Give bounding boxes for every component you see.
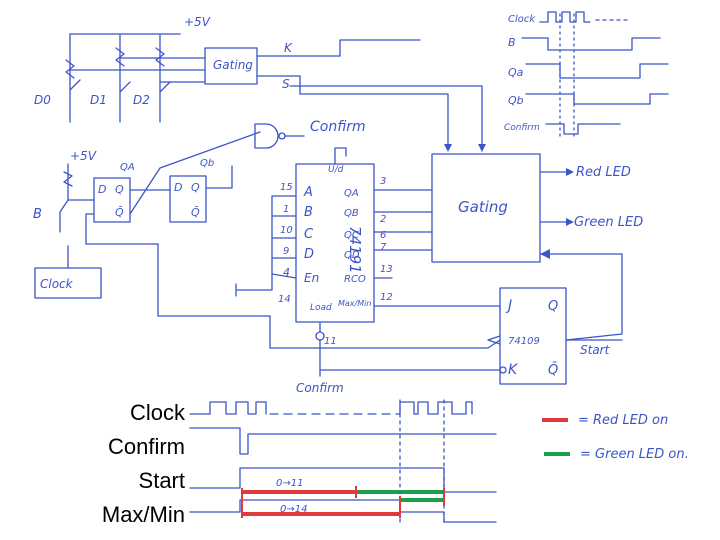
counter-pin-num-7: 7 [380, 242, 387, 253]
vcc-label-left: +5V [70, 149, 97, 163]
switch-d0-label: D0 [34, 93, 51, 107]
ff1-qbar-pin: Q̄ [115, 206, 124, 219]
timing-diagram: Clock Confirm Start Max/Min 0→11 0→14 [102, 399, 497, 527]
wave-confirm-label: Confirm [504, 123, 540, 133]
jk-q-pin: Q [548, 299, 558, 314]
led-state-bars [241, 486, 445, 518]
counter-pin-qd: QD [344, 250, 360, 261]
ff1-d-pin: D [98, 183, 106, 196]
counter-maxmin-label: Max/Min [338, 299, 371, 308]
counter-pin-num-9: 9 [283, 246, 289, 257]
timing-label-confirm: Confirm [108, 434, 185, 459]
counter-pin-num-3: 3 [380, 176, 386, 187]
counter-pin-qb: QB [344, 208, 359, 219]
counter-74191: U/d 74191 A B C D En 15 1 10 9 4 QA QB Q… [235, 147, 501, 395]
timing-annot-0-14: 0→14 [280, 504, 307, 515]
counter-pin-num-11: 11 [324, 336, 337, 347]
timing-label-start: Start [139, 468, 185, 493]
red-led-output-label: Red LED [576, 165, 631, 180]
confirm-gate-label: Confirm [310, 119, 366, 135]
counter-pin-num-13: 13 [380, 264, 393, 275]
gating-small-label: Gating [213, 58, 253, 72]
jk-flipflop-74109: J K Q Q̄ 74109 Start [269, 287, 623, 385]
timing-label-maxmin: Max/Min [102, 502, 185, 527]
timing-label-clock: Clock [130, 400, 186, 425]
wave-b-label: B [508, 36, 516, 49]
timing-annot-0-11: 0→11 [276, 478, 303, 489]
legend-green-text: = Green LED on. [580, 447, 689, 462]
jk-qbar-pin: Q̄ [548, 363, 558, 378]
vcc-label-top: +5V [184, 15, 211, 29]
ff2-qbar-pin: Q̄ [191, 206, 200, 219]
counter-pin-num-14: 14 [278, 294, 291, 305]
ff2-d-pin: D [174, 181, 182, 194]
counter-pin-c: C [304, 227, 314, 242]
ff1-q-pin: Q [115, 183, 124, 196]
waveform-panel: Clock B Qa Qb Confirm [504, 11, 669, 137]
counter-pin-num-1: 1 [283, 204, 289, 215]
confirm-bottom-label: Confirm [296, 381, 344, 395]
green-led-output-label: Green LED [574, 215, 643, 230]
jk-j-pin: J [505, 298, 512, 314]
counter-pin-qc: QC [344, 230, 359, 241]
k-signal-label: K [284, 41, 293, 55]
wave-qa-label: Qa [508, 66, 524, 79]
input-b-label: B [33, 207, 42, 222]
counter-pin-d: D [304, 247, 314, 262]
wave-clock-label: Clock [508, 14, 536, 25]
counter-load-label: Load [310, 303, 332, 313]
counter-pin-num-6a: 2 [380, 214, 386, 225]
legend: = Red LED on = Green LED on. [542, 413, 689, 462]
gating-small-block: Gating K S [204, 39, 486, 152]
counter-top-label: U/d [328, 165, 344, 175]
counter-pin-qa: QA [344, 188, 359, 199]
switch-bank: +5V D0 D1 D2 [34, 15, 211, 123]
input-flipflops: +5V B D Q Q̄ QA D Q Q̄ Qb Clock Confirm [33, 119, 366, 317]
jk-chip-label: 74109 [508, 336, 540, 347]
counter-pin-num-10: 10 [280, 225, 293, 236]
counter-pin-num-4: 4 [283, 266, 290, 279]
wave-qb-label: Qb [508, 94, 524, 107]
gating-main-label: Gating [458, 198, 508, 216]
legend-red-text: = Red LED on [578, 413, 668, 428]
switch-d1-label: D1 [90, 93, 107, 107]
counter-pin-en: En [304, 271, 319, 285]
counter-chip-label: 74191 [346, 226, 364, 274]
counter-pin-num-15: 15 [280, 182, 293, 193]
start-signal-label: Start [580, 343, 611, 357]
counter-pin-rco: RCO [344, 274, 366, 285]
counter-pin-a: A [303, 185, 313, 200]
ff2-out-label: Qb [200, 158, 214, 169]
counter-pin-num-6: 6 [380, 230, 386, 241]
counter-pin-b: B [304, 205, 313, 220]
counter-pin-num-12: 12 [380, 292, 393, 303]
clock-box-label: Clock [40, 277, 74, 291]
jk-k-pin: K [508, 362, 519, 378]
switch-d2-label: D2 [133, 93, 150, 107]
gating-main-block: Gating Red LED Green LED [431, 153, 643, 341]
ff1-out-label: QA [120, 162, 135, 173]
s-signal-label: S [282, 77, 290, 91]
ff2-q-pin: Q [191, 181, 200, 194]
